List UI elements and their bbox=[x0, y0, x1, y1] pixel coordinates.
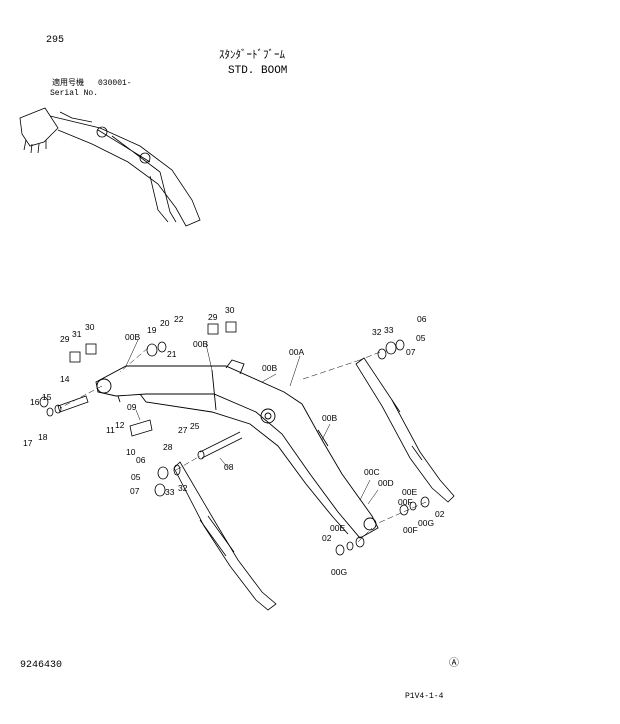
callout-label: 00B bbox=[262, 363, 277, 373]
callout-label: 20 bbox=[160, 318, 170, 328]
footer-page-code: P1V4-1-4 bbox=[405, 692, 444, 701]
serial-label-japanese: 適用号機 bbox=[52, 79, 84, 88]
callout-label: 10 bbox=[126, 447, 136, 457]
callout-label: 07 bbox=[130, 486, 140, 496]
page-number: 295 bbox=[46, 35, 65, 46]
callout-label: 00B bbox=[125, 332, 140, 342]
serial-value: 030001- bbox=[98, 79, 132, 88]
callout-label: 29 bbox=[208, 312, 218, 322]
title-japanese: ｽﾀﾝﾀﾞｰﾄﾞﾌﾞｰﾑ bbox=[219, 50, 285, 62]
boom-assembly bbox=[95, 359, 379, 539]
callout-label: 12 bbox=[115, 420, 125, 430]
callout-label: 29 bbox=[60, 334, 70, 344]
callout-label: 07 bbox=[406, 347, 416, 357]
callout-label: 28 bbox=[163, 442, 173, 452]
pins-and-washers bbox=[39, 321, 430, 556]
callout-label: 16 bbox=[30, 397, 40, 407]
callout-label: 00C bbox=[364, 467, 380, 477]
callout-label: 00G bbox=[331, 567, 347, 577]
callout-label: 25 bbox=[190, 421, 200, 431]
leader-lines bbox=[125, 339, 379, 505]
callout-label: 00A bbox=[289, 347, 304, 357]
callout-label: 02 bbox=[322, 533, 332, 543]
callout-label: 00F bbox=[398, 497, 413, 507]
callout-label: 33 bbox=[384, 325, 394, 335]
callout-label: 18 bbox=[38, 432, 48, 442]
callout-label: 32 bbox=[372, 327, 382, 337]
circle-mark: Ⓐ bbox=[449, 658, 459, 669]
callout-label: 00B bbox=[322, 413, 337, 423]
callout-label: 00E bbox=[402, 487, 417, 497]
callout-label: 19 bbox=[147, 325, 157, 335]
title-english: STD. BOOM bbox=[228, 65, 288, 77]
callout-label: 31 bbox=[72, 329, 82, 339]
callout-label: 00F bbox=[403, 525, 418, 535]
callout-label: 21 bbox=[167, 349, 177, 359]
thumbnail-excavator-front bbox=[19, 107, 201, 227]
callout-label: 11 bbox=[106, 425, 115, 435]
center-lines bbox=[59, 347, 427, 543]
callout-label: 17 bbox=[23, 438, 33, 448]
callout-label: 00E bbox=[330, 523, 345, 533]
callout-label: 09 bbox=[127, 402, 137, 412]
callout-label: 02 bbox=[435, 509, 445, 519]
callout-label: 00G bbox=[418, 518, 434, 528]
footer-drawing-number: 9246430 bbox=[20, 660, 63, 671]
callout-label: 05 bbox=[131, 472, 141, 482]
callout-label: 06 bbox=[417, 314, 427, 324]
callout-label: 15 bbox=[42, 392, 52, 402]
callout-label: 00D bbox=[378, 478, 394, 488]
callout-label: 22 bbox=[174, 314, 184, 324]
callout-label: 32 bbox=[178, 483, 188, 493]
callout-label: 06 bbox=[136, 455, 146, 465]
callout-label: 08 bbox=[224, 462, 234, 472]
callout-label: 00B bbox=[193, 339, 208, 349]
serial-label-english: Serial No. bbox=[50, 89, 99, 98]
callout-label: 05 bbox=[416, 333, 426, 343]
callout-label: 30 bbox=[225, 305, 235, 315]
boom-cylinders bbox=[173, 357, 455, 611]
callout-label: 14 bbox=[60, 374, 70, 384]
callout-label: 27 bbox=[178, 425, 188, 435]
callout-label: 33 bbox=[165, 487, 175, 497]
callout-label: 30 bbox=[85, 322, 95, 332]
